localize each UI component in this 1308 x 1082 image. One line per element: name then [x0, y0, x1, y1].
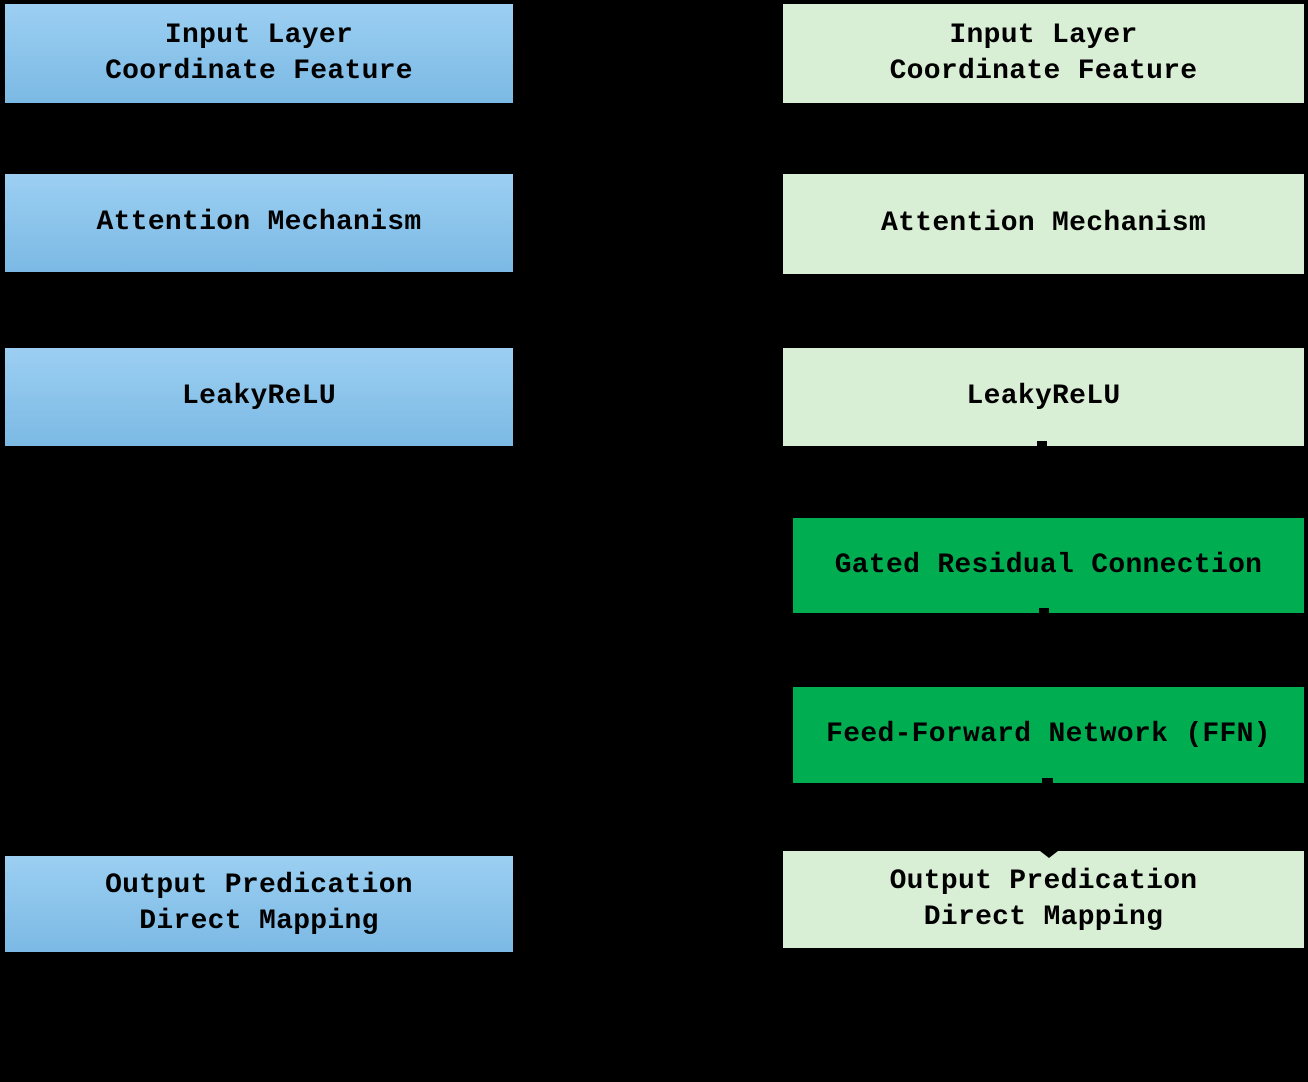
node-label: Direct Mapping	[139, 906, 379, 937]
node-attention-mechanism-right: Attention Mechanism	[783, 174, 1304, 274]
arrow-stub-icon	[1042, 778, 1053, 783]
node-label: Output Predication	[889, 865, 1198, 897]
node-label: Output Predication	[105, 870, 413, 901]
node-label: Coordinate Feature	[889, 55, 1198, 87]
node-feed-forward-network: Feed-Forward Network (FFN)	[793, 687, 1304, 783]
node-attention-mechanism-left: Attention Mechanism	[5, 174, 513, 272]
node-input-layer-right: Input Layer Coordinate Feature	[783, 4, 1304, 103]
node-label: Attention Mechanism	[96, 207, 422, 238]
arrowhead-down-icon	[1040, 851, 1058, 858]
node-output-predication-left: Output Predication Direct Mapping	[5, 856, 513, 952]
arrow-stub-icon	[1039, 608, 1049, 613]
node-label: Attention Mechanism	[881, 208, 1206, 239]
node-label: Coordinate Feature	[105, 55, 413, 87]
node-leakyrelu-right: LeakyReLU	[783, 348, 1304, 446]
node-output-predication-right: Output Predication Direct Mapping	[783, 851, 1304, 948]
node-label: Input Layer	[949, 19, 1138, 51]
node-input-layer-left: Input Layer Coordinate Feature	[5, 4, 513, 103]
node-gated-residual-connection: Gated Residual Connection	[793, 518, 1304, 613]
node-label: Gated Residual Connection	[834, 549, 1263, 581]
node-label: LeakyReLU	[182, 381, 336, 412]
arrow-stub-icon	[1037, 441, 1047, 446]
node-label: Input Layer	[164, 19, 354, 51]
node-label: LeakyReLU	[966, 381, 1121, 412]
node-leakyrelu-left: LeakyReLU	[5, 348, 513, 446]
node-label: Feed-Forward Network (FFN)	[826, 719, 1271, 750]
node-label: Direct Mapping	[923, 901, 1164, 933]
